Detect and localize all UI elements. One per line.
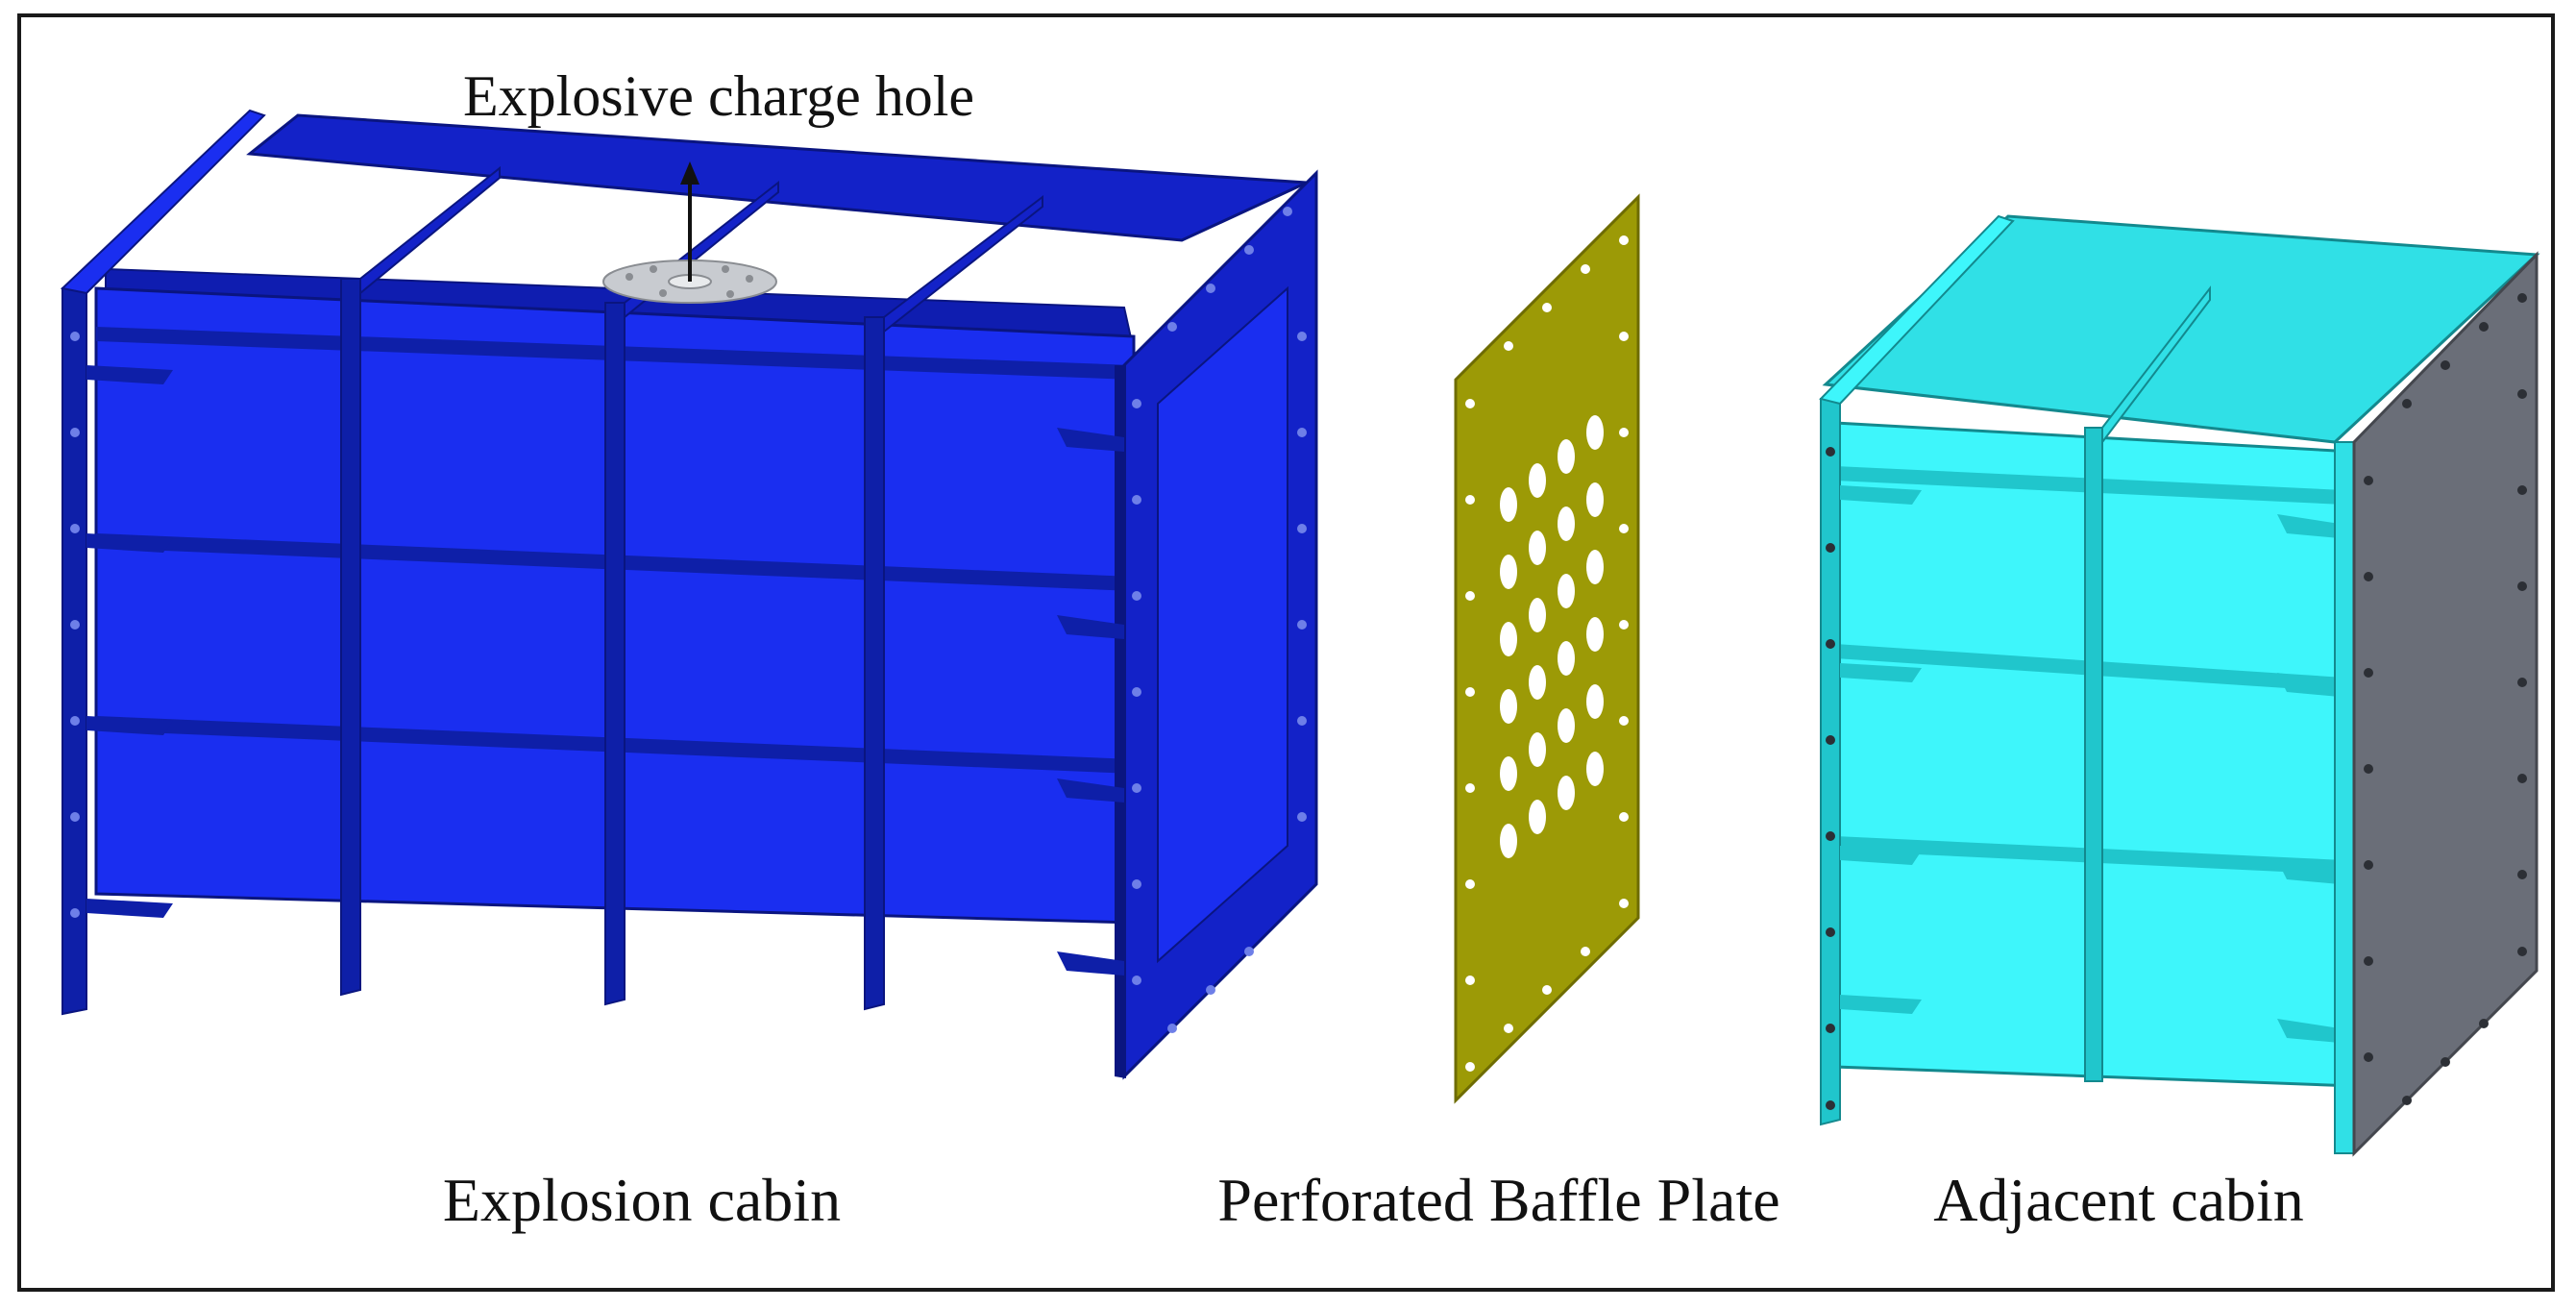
baffle-plate <box>1454 193 1640 1104</box>
adjacent-cabin <box>1819 214 2540 1157</box>
charge-hole-arrow <box>680 161 699 282</box>
explosion-cabin-bolt-holes <box>70 207 1307 1033</box>
adjacent-cabin-endplate-edge <box>2334 441 2355 1154</box>
explosion-cabin-vertical-frames <box>340 165 1043 1011</box>
explosion-cabin-right-edge <box>1115 365 1126 1078</box>
explosion-cabin <box>60 109 1318 1080</box>
explosion-cabin-top <box>246 113 1308 242</box>
baffle-plate-body <box>1454 193 1640 1104</box>
explosion-cabin-left-brackets <box>86 365 173 918</box>
charge-hole-label: Explosive charge hole <box>463 64 974 128</box>
adjacent-cabin-left-flange-top <box>1819 214 2015 406</box>
adjacent-cabin-bolt-holes <box>1826 293 2527 1110</box>
adjacent-cabin-label: Adjacent cabin <box>1933 1166 2304 1234</box>
adjacent-cabin-vertical-frame <box>2084 285 2211 1082</box>
explosion-cabin-label: Explosion cabin <box>443 1166 841 1234</box>
adjacent-cabin-brackets <box>1840 485 2340 1043</box>
explosion-cabin-left-flange-top <box>60 109 266 295</box>
explosion-cabin-right-opening <box>1157 285 1288 964</box>
baffle-plate-label: Perforated Baffle Plate <box>1217 1166 1779 1234</box>
explosion-cabin-right-brackets <box>1057 428 1124 976</box>
adjacent-cabin-left-flange <box>1820 398 1841 1126</box>
baffle-plate-holes <box>1465 235 1629 1072</box>
explosion-cabin-left-flange <box>61 287 87 1016</box>
adjacent-cabin-endplate <box>2352 251 2539 1157</box>
